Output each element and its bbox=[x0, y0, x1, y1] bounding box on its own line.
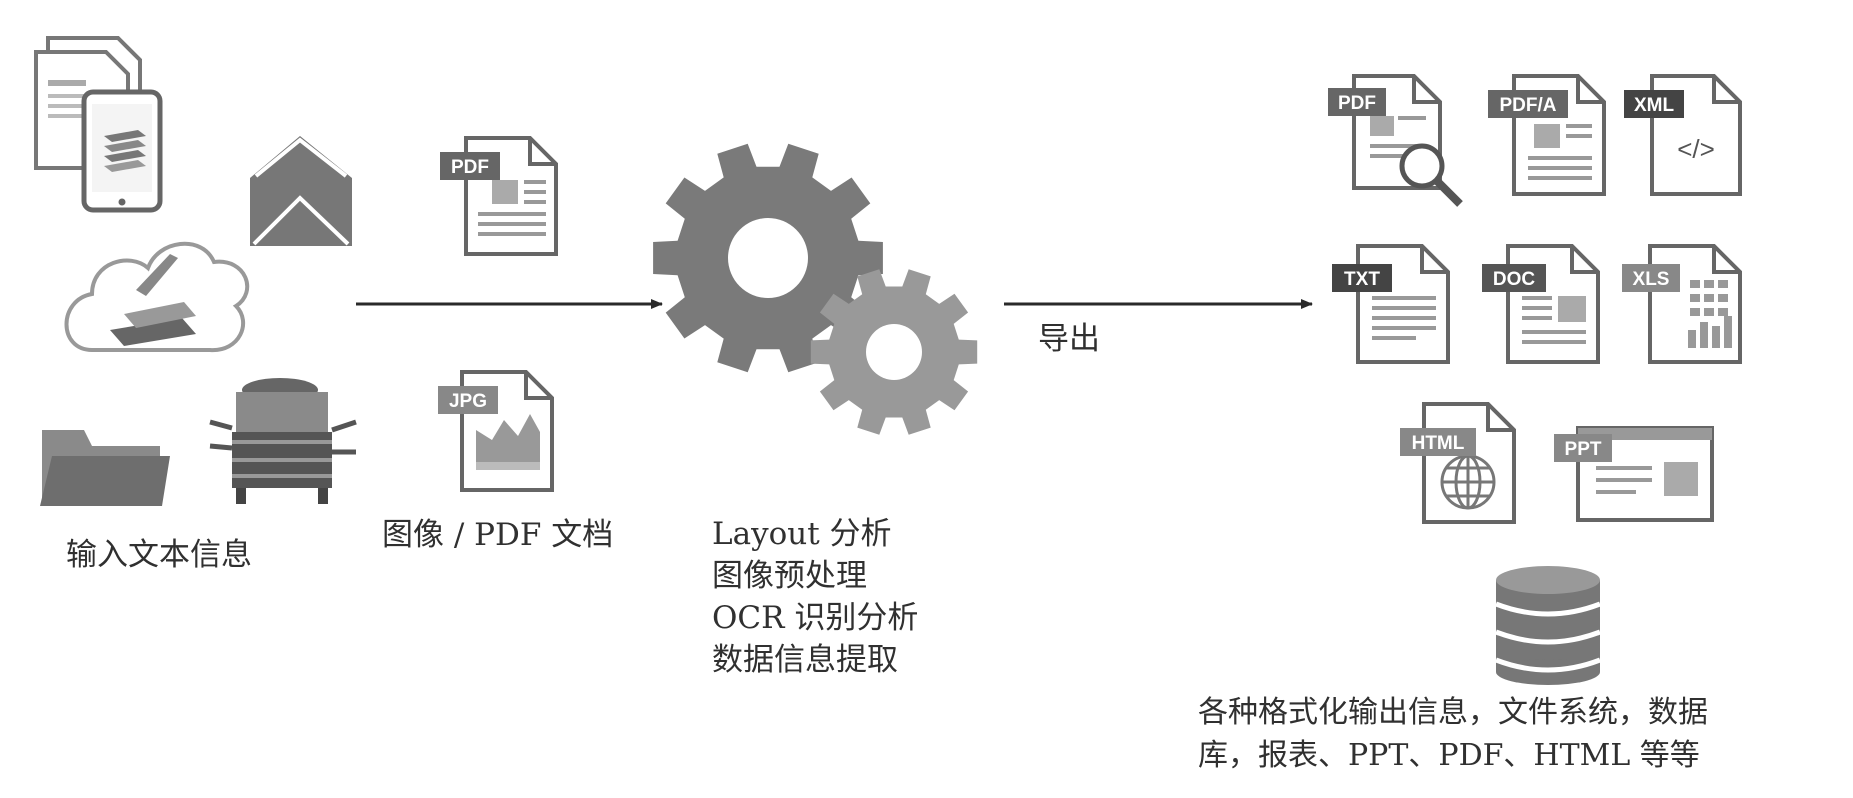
xml-format-label: XML bbox=[1634, 95, 1675, 116]
xml-code-glyph: </> bbox=[1677, 134, 1715, 164]
txt-document-icon: TXT bbox=[1332, 244, 1450, 364]
document-caption: 图像 / PDF 文档 bbox=[382, 517, 614, 553]
process-step-extract: 数据信息提取 bbox=[712, 641, 898, 678]
ppt-slide-icon: PPT bbox=[1554, 426, 1714, 522]
copier-icon bbox=[209, 378, 357, 504]
gear-small-hole bbox=[866, 324, 922, 380]
process-step-ocr: OCR 识别分析 bbox=[712, 599, 919, 636]
doc-document-icon: DOC bbox=[1482, 244, 1600, 364]
documents-tablet-icon bbox=[34, 36, 163, 213]
folder-icon bbox=[40, 430, 170, 506]
process-step-layout: Layout 分析 bbox=[712, 516, 892, 552]
xml-document-icon: </> XML bbox=[1624, 74, 1742, 196]
pdf-format-label: PDF bbox=[1338, 93, 1376, 114]
jpg-image-file-icon: JPG bbox=[438, 370, 554, 492]
doc-format-label: DOC bbox=[1493, 269, 1536, 290]
input-caption: 输入文本信息 bbox=[66, 537, 252, 573]
ppt-format-label: PPT bbox=[1565, 439, 1602, 460]
pdf-document-icon: PDF bbox=[440, 136, 558, 256]
envelope-icon bbox=[250, 136, 352, 246]
xls-spreadsheet-icon: XLS bbox=[1622, 244, 1742, 364]
jpg-tag-label: JPG bbox=[449, 391, 487, 412]
output-caption: 各种格式化输出信息，文件系统，数据 库，报表、PPT、PDF、HTML 等等 bbox=[1198, 692, 1708, 777]
xls-format-label: XLS bbox=[1633, 269, 1670, 290]
process-step-preprocess: 图像预处理 bbox=[712, 557, 867, 594]
txt-format-label: TXT bbox=[1344, 269, 1380, 290]
pdf-search-icon: PDF bbox=[1328, 74, 1463, 207]
export-label: 导出 bbox=[1038, 321, 1100, 357]
process-steps: Layout 分析 图像预处理 OCR 识别分析 数据信息提取 bbox=[712, 514, 918, 681]
pdf-tag-label: PDF bbox=[451, 157, 489, 178]
output-caption-line-2: 库，报表、PPT、PDF、HTML 等等 bbox=[1198, 737, 1700, 773]
pdf-tag-badge bbox=[440, 152, 500, 180]
globe-icon bbox=[1440, 454, 1496, 510]
pdfa-document-icon: PDF/A bbox=[1488, 74, 1606, 196]
cloud-scanner-icon bbox=[64, 241, 249, 353]
pdfa-format-label: PDF/A bbox=[1500, 95, 1557, 116]
html-format-label: HTML bbox=[1412, 433, 1465, 454]
jpg-tag-badge bbox=[438, 386, 498, 414]
output-caption-line-1: 各种格式化输出信息，文件系统，数据 bbox=[1198, 695, 1708, 730]
database-icon bbox=[1495, 566, 1601, 685]
gear-large-hole bbox=[728, 218, 808, 298]
small-gear-icon bbox=[810, 269, 978, 435]
html-document-icon: HTML bbox=[1400, 402, 1516, 524]
